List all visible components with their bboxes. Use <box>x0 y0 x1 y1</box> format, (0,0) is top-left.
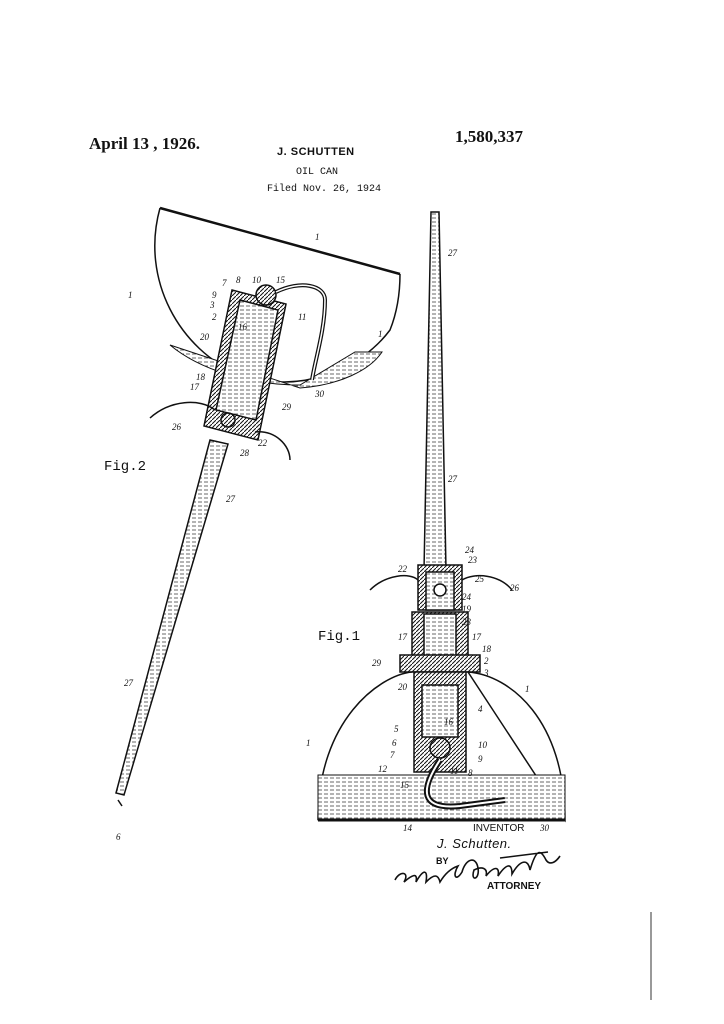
fig2-numeral: 1 <box>378 329 383 339</box>
fig1-numeral: 5 <box>394 724 399 734</box>
fig1-numeral: 19 <box>462 604 472 614</box>
fig2-numeral: 11 <box>298 312 306 322</box>
fig1-numeral: 17 <box>472 632 482 642</box>
attorney-label: ATTORNEY <box>487 881 542 892</box>
fig2-numeral: 20 <box>200 332 210 342</box>
fig1-numeral: 24 <box>462 592 472 602</box>
inventor-name: J. SCHUTTEN <box>277 146 355 158</box>
fig2-numeral: 29 <box>282 402 292 412</box>
fig1-numeral: 12 <box>378 764 388 774</box>
patent-date: April 13 , 1926. <box>89 134 200 153</box>
fig1-numeral: 10 <box>478 740 488 750</box>
fig2-numeral: 1 <box>128 290 133 300</box>
fig2-numeral: 8 <box>236 275 241 285</box>
fig1-numeral: 1 <box>525 684 530 694</box>
fig2-numeral: 7 <box>222 278 227 288</box>
fig2-numeral: 9 <box>212 290 217 300</box>
fig1-numeral: 27 <box>448 474 458 484</box>
fig1-numeral: 14 <box>403 823 413 833</box>
fig2-numeral: 6 <box>116 832 121 842</box>
inventor-label: INVENTOR <box>473 823 525 834</box>
fig2-numeral: 26 <box>172 422 182 432</box>
inventor-signature: J. Schutten. <box>437 836 512 851</box>
fig1-numeral: 25 <box>475 574 485 584</box>
fig1-numeral: 8 <box>468 768 473 778</box>
fig2-numeral: 15 <box>276 275 286 285</box>
invention-title: OIL CAN <box>296 167 339 178</box>
fig2-numeral: 28 <box>240 448 250 458</box>
patent-number: 1,580,337 <box>455 127 523 146</box>
fig1-numeral: 17 <box>398 632 408 642</box>
fig1-numeral: 4 <box>478 704 483 714</box>
fig1-numeral: 1 <box>306 738 311 748</box>
fig1-numeral: 15 <box>400 780 410 790</box>
fig1-numeral: 27 <box>448 248 458 258</box>
filed-date: Filed Nov. 26, 1924 <box>267 184 382 195</box>
fig1-numeral: 29 <box>372 658 382 668</box>
fig2-numeral: 30 <box>314 389 325 399</box>
fig2-numeral: 16 <box>238 322 248 332</box>
fig2-numeral: 27 <box>226 494 236 504</box>
fig1-numeral: 22 <box>398 564 408 574</box>
fig2-numeral: 17 <box>190 382 200 392</box>
fig1-numeral: 3 <box>483 668 489 678</box>
fig2-numeral: 27 <box>124 678 134 688</box>
fig2-numeral: 10 <box>252 275 262 285</box>
fig2-numeral: 1 <box>315 232 320 242</box>
fig2-numeral: 18 <box>196 372 206 382</box>
fig1-numeral: 23 <box>462 617 472 627</box>
attorney-signature <box>394 851 561 885</box>
fig1-numeral: 24 <box>465 545 475 555</box>
fig2-numeral: 3 <box>209 300 215 310</box>
fig2-label: Fig.2 <box>104 459 146 475</box>
fig1-numeral: 23 <box>468 555 478 565</box>
fig1-numeral: 30 <box>539 823 550 833</box>
figure-1 <box>317 211 566 823</box>
fig1-label: Fig.1 <box>318 629 360 645</box>
fig1-numeral: 9 <box>478 754 483 764</box>
fig1-numeral: 20 <box>398 682 408 692</box>
fig2-numeral: 2 <box>212 312 217 322</box>
fig1-numeral: 11 <box>450 766 458 776</box>
fig1-numeral: 2 <box>484 656 489 666</box>
fig1-numeral: 6 <box>392 738 397 748</box>
figure-2 <box>115 206 401 807</box>
fig1-numeral: 26 <box>510 583 520 593</box>
by-label: BY <box>436 856 449 866</box>
fig1-numeral: 16 <box>444 717 454 727</box>
fig1-numeral: 18 <box>482 644 492 654</box>
fig1-numeral: 7 <box>390 750 395 760</box>
fig2-numeral: 22 <box>258 438 268 448</box>
